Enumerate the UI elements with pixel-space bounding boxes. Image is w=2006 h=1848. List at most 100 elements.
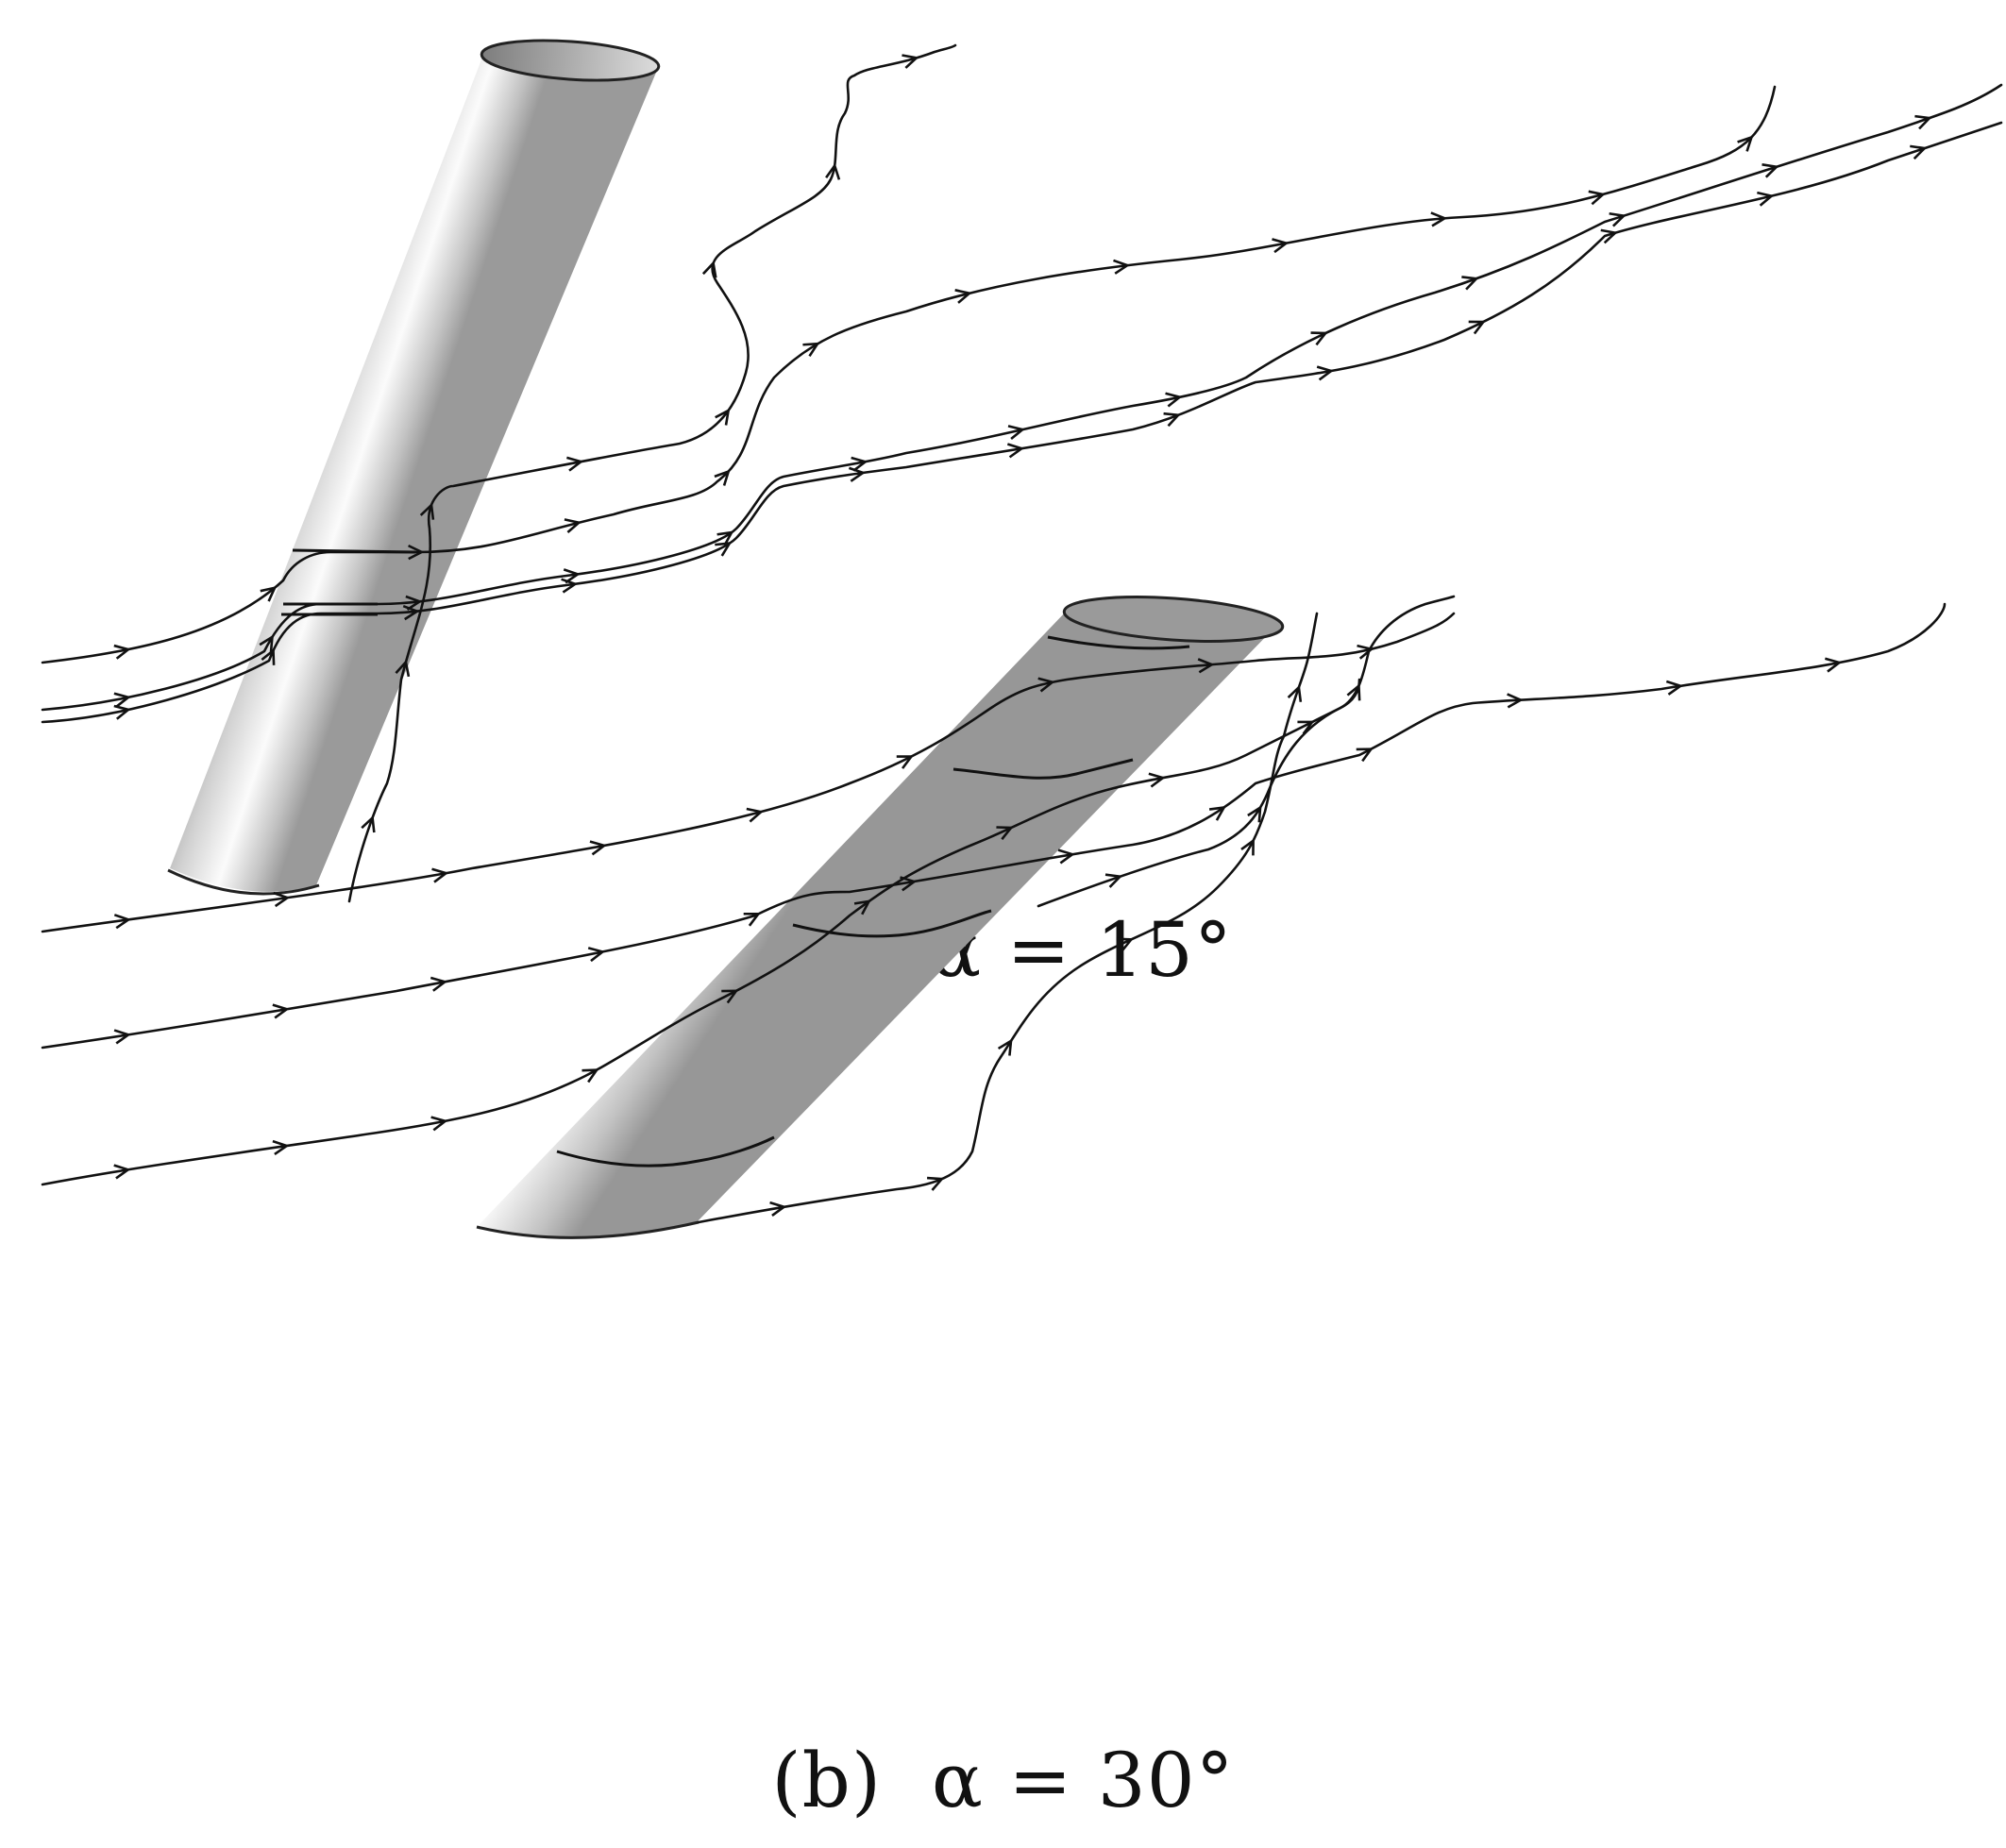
flow-arrow-icon	[902, 54, 919, 69]
flow-arrow-icon	[1737, 135, 1754, 152]
flow-arrow-icon	[1430, 211, 1448, 227]
flow-arrow-icon	[587, 947, 606, 963]
streamline	[41, 678, 1361, 1186]
flow-arrow-icon	[113, 1029, 131, 1045]
flow-arrow-icon	[1507, 693, 1524, 709]
flow-arrow-icon	[561, 578, 579, 594]
flow-arrow-icon	[825, 162, 841, 180]
cylinder-top-rim	[480, 39, 661, 82]
flow-arrow-icon	[259, 634, 274, 652]
flow-arrow-icon	[1006, 443, 1025, 459]
flow-arrow-icon	[408, 544, 425, 561]
flow-arrow-icon	[1914, 114, 1932, 130]
inclined-cylinder	[477, 611, 1279, 1238]
flow-arrow-icon	[1197, 658, 1215, 674]
flow-arrow-icon	[1113, 259, 1131, 275]
flow-arrow-icon	[563, 568, 581, 584]
flow-arrow-icon	[260, 585, 278, 602]
flow-arrow-icon	[714, 469, 731, 486]
flow-arrow-icon	[1007, 425, 1026, 441]
flow-arrow-icon	[701, 260, 717, 278]
flow-arrow-icon	[402, 604, 420, 621]
flow-arrow-icon	[1910, 144, 1928, 160]
flow-arrow-icon	[853, 899, 871, 916]
flow-arrow-icon	[1240, 838, 1255, 856]
streamline	[697, 612, 1319, 1224]
flow-arrow-icon	[430, 1116, 448, 1132]
cylinder-bottom-rim	[167, 868, 320, 896]
flow-arrow-icon	[1057, 848, 1075, 865]
flow-arrow-icon	[1461, 276, 1479, 291]
flow-arrow-icon	[113, 692, 131, 708]
surface-streak	[792, 909, 992, 938]
flow-arrow-icon	[1163, 412, 1181, 428]
flow-arrow-icon	[721, 989, 739, 1004]
flow-arrow-icon	[926, 1176, 945, 1191]
flow-arrow-icon	[997, 1038, 1013, 1056]
flow-arrow-icon	[769, 1201, 787, 1218]
flow-arrow-icon	[564, 518, 582, 533]
flow-arrow-icon	[361, 815, 376, 833]
flow-arrow-icon	[419, 502, 435, 520]
flow-arrow-icon	[802, 342, 820, 358]
flow-arrow-icon	[261, 647, 276, 665]
streamline	[41, 612, 1456, 933]
flow-arrow-icon	[1247, 805, 1262, 823]
flow-arrow-icon	[1104, 873, 1123, 888]
flow-arrow-icon	[896, 755, 915, 769]
flow-arrow-icon	[716, 530, 734, 546]
flow-arrow-icon	[1316, 365, 1335, 381]
streamline	[347, 43, 957, 903]
cylinder-top-rim	[1062, 596, 1285, 643]
caption-panel-b: (b) α = 30°	[771, 1737, 1235, 1824]
streamline	[41, 85, 1777, 664]
diagram-alpha-15	[41, 39, 2003, 903]
flow-arrow-icon	[1116, 937, 1135, 952]
flow-arrow-icon	[589, 840, 607, 856]
flow-arrow-icon	[1356, 748, 1374, 763]
flow-arrow-icon	[113, 914, 132, 930]
flow-arrow-icon	[582, 1068, 599, 1084]
flow-arrow-icon	[113, 704, 131, 720]
panel-alpha-30: (b) α = 30°	[0, 595, 2006, 1848]
surface-streak	[292, 548, 416, 554]
flow-arrow-icon	[1609, 211, 1627, 227]
flow-arrow-icon	[996, 826, 1014, 841]
flow-arrow-icon	[1357, 644, 1374, 660]
flow-arrow-icon	[1757, 191, 1775, 207]
flow-arrow-icon	[715, 408, 731, 426]
flow-arrow-icon	[1310, 331, 1328, 346]
flow-arrow-icon	[743, 912, 761, 927]
flow-arrow-icon	[1346, 682, 1361, 701]
flow-arrow-icon	[272, 1139, 290, 1156]
surface-streak	[952, 758, 1134, 780]
flow-arrow-icon	[1148, 772, 1166, 788]
flow-arrow-icon	[954, 289, 972, 304]
flow-arrow-icon	[113, 644, 131, 660]
flow-arrow-icon	[746, 807, 764, 823]
cylinder-bottom-rim	[476, 1220, 700, 1239]
flow-arrow-icon	[715, 542, 733, 557]
inclined-cylinder	[170, 55, 658, 892]
flow-arrow-icon	[431, 867, 449, 883]
flow-arrow-icon	[273, 891, 291, 908]
flow-arrow-icon	[1468, 320, 1486, 335]
flow-arrow-icon	[566, 456, 584, 472]
flow-arrow-icon	[1588, 190, 1606, 206]
surface-streak	[556, 1135, 775, 1168]
flow-arrow-icon	[1272, 238, 1290, 254]
flow-arrow-icon	[1287, 684, 1303, 702]
flow-arrow-icon	[1824, 657, 1843, 673]
surface-streak	[1047, 635, 1190, 650]
flow-arrow-icon	[272, 1003, 290, 1019]
streamline	[41, 83, 2003, 712]
streamline	[1037, 595, 1456, 908]
flow-arrow-icon	[1762, 163, 1779, 178]
flow-arrow-icon	[1665, 680, 1684, 696]
flow-arrow-icon	[848, 466, 867, 482]
flow-arrow-icon	[900, 876, 918, 892]
flow-arrow-icon	[851, 456, 868, 472]
flow-arrow-icon	[405, 595, 423, 611]
flow-arrow-icon	[1165, 392, 1183, 408]
